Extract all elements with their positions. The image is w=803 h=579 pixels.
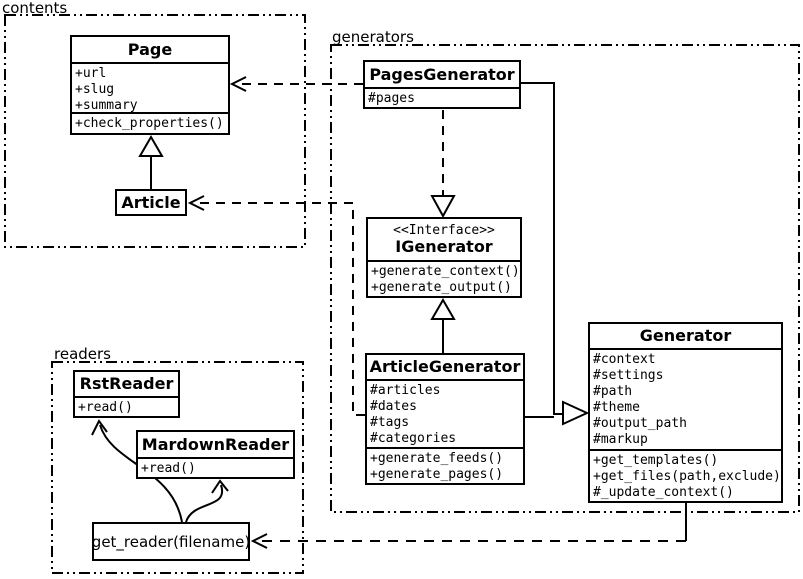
interface-igenerator-header: <<Interface>> IGenerator <box>368 219 520 262</box>
method: +get_files(path,exclude) <box>593 469 781 484</box>
attribute: #theme <box>593 400 640 415</box>
attribute: #pages <box>368 91 415 106</box>
class-articlegenerator-attributes: #articles #dates #tags #categories <box>367 381 523 449</box>
class-article-name: Article <box>121 192 181 212</box>
class-pagesgenerator-attributes: #pages <box>365 89 519 107</box>
dependency-articlegenerator-to-article <box>187 195 365 416</box>
attribute: #output_path <box>593 416 687 431</box>
class-articlegenerator-name: ArticleGenerator <box>367 355 523 381</box>
method: +check_properties() <box>75 116 224 131</box>
attribute: #path <box>593 384 633 399</box>
package-readers-border <box>51 361 304 574</box>
arrow-getreader-to-mardownreader <box>185 479 229 523</box>
attribute: +summary <box>75 98 138 113</box>
method: +read() <box>78 400 133 415</box>
class-rstreader-methods: +read() <box>75 398 178 416</box>
method: +generate_output() <box>371 280 512 295</box>
class-mardownreader: MardownReader +read() <box>136 430 295 479</box>
interface-stereotype: <<Interface>> <box>393 223 495 238</box>
attribute: #context <box>593 352 656 367</box>
package-label-contents: contents <box>2 0 68 17</box>
method: +generate_context() <box>371 264 520 279</box>
method: +read() <box>141 461 196 476</box>
package-label-generators: generators <box>332 28 414 46</box>
class-pagesgenerator-name: PagesGenerator <box>365 62 519 89</box>
method: #_update_context() <box>593 485 734 500</box>
class-pagesgenerator: PagesGenerator #pages <box>363 60 521 109</box>
class-page: Page +url +slug +summary +check_properti… <box>70 35 230 135</box>
class-generator-methods: +get_templates() +get_files(path,exclude… <box>590 451 781 501</box>
attribute: #settings <box>593 368 664 383</box>
generalization-to-generator <box>521 82 590 426</box>
attribute: #dates <box>370 399 417 414</box>
method: +generate_pages() <box>370 467 504 482</box>
interface-igenerator-methods: +generate_context() +generate_output() <box>368 262 520 296</box>
generalization-article-to-page <box>138 135 164 189</box>
class-generator-name: Generator <box>590 324 781 350</box>
node-get-reader-label: get_reader(filename) <box>91 532 251 551</box>
package-generators-border <box>330 44 800 513</box>
class-article: Article <box>115 189 187 216</box>
method: +generate_feeds() <box>370 451 504 466</box>
package-label-readers: readers <box>54 345 111 363</box>
method: +get_templates() <box>593 453 719 468</box>
realization-pagesgenerator-to-igenerator <box>430 110 456 219</box>
class-rstreader: RstReader +read() <box>73 370 180 418</box>
attribute: +url <box>75 66 107 81</box>
attribute: +slug <box>75 82 115 97</box>
class-page-name: Page <box>72 37 228 64</box>
class-articlegenerator: ArticleGenerator #articles #dates #tags … <box>365 353 525 485</box>
class-mardownreader-methods: +read() <box>138 459 293 477</box>
class-mardownreader-name: MardownReader <box>138 432 293 459</box>
package-contents-border <box>4 14 306 248</box>
dependency-pagesgenerator-to-page <box>229 76 363 92</box>
dependency-generator-to-getreader <box>250 503 687 549</box>
attribute: #tags <box>370 415 410 430</box>
class-generator-attributes: #context #settings #path #theme #output_… <box>590 350 781 451</box>
class-rstreader-name: RstReader <box>75 372 178 398</box>
class-page-methods: +check_properties() <box>72 114 228 133</box>
class-page-attributes: +url +slug +summary <box>72 64 228 114</box>
node-get-reader: get_reader(filename) <box>92 522 250 561</box>
attribute: #markup <box>593 432 648 447</box>
class-generator: Generator #context #settings #path #them… <box>588 322 783 503</box>
class-articlegenerator-methods: +generate_feeds() +generate_pages() <box>367 449 523 483</box>
generalization-articlegenerator-to-igenerator <box>430 298 456 353</box>
attribute: #categories <box>370 431 457 446</box>
interface-igenerator-name: IGenerator <box>395 237 493 256</box>
interface-igenerator: <<Interface>> IGenerator +generate_conte… <box>366 217 522 298</box>
attribute: #articles <box>370 383 441 398</box>
